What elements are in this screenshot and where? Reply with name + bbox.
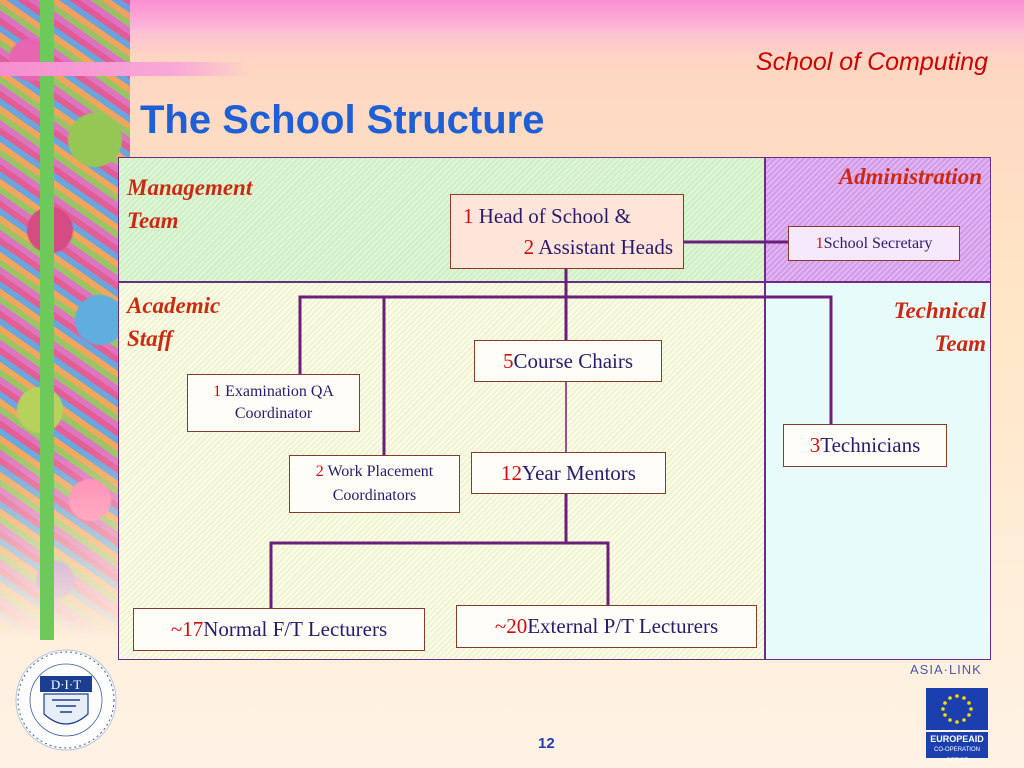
school-label: School of Computing (755, 48, 988, 76)
dit-logo: D·I·T (15, 649, 117, 751)
examination-qa-box: 1 Examination QA Coordinator (187, 374, 360, 432)
head-of-school-box: 1 Head of School & 2 Assistant Heads (450, 194, 684, 269)
academic-staff-label: Academic Staff (127, 293, 221, 351)
administration-label: Administration (838, 164, 982, 189)
course-chairs-box: 5 Course Chairs (474, 340, 662, 382)
dit-logo-text: D·I·T (51, 677, 81, 692)
work-placement-box: 2 Work Placement Coordinators (289, 455, 460, 513)
slide-number: 12 (538, 735, 555, 752)
eu-flag-icon (926, 688, 988, 730)
asia-link-logo-text: ASIA·LINK (910, 662, 982, 677)
asia-link-europeaid-logo: ASIA·LINK EUROPEAID CO-OPERATION OFFICE (906, 660, 992, 764)
technical-team-label: Technical Team (893, 298, 986, 356)
administration-region (765, 157, 991, 282)
slide-title: The School Structure (140, 98, 545, 142)
management-team-label: Management Team (127, 175, 253, 233)
decorative-art-strip (0, 0, 130, 640)
school-secretary-box: 1 School Secretary (788, 226, 960, 261)
decorative-top-band (130, 0, 1024, 30)
technical-team-region (765, 282, 991, 660)
europeaid-logo-text: EUROPEAID CO-OPERATION OFFICE (926, 732, 988, 764)
decorative-green-bar (40, 0, 54, 640)
technicians-box: 3 Technicians (783, 424, 947, 467)
year-mentors-box: 12 Year Mentors (471, 452, 666, 494)
decorative-pink-bar (0, 62, 250, 76)
external-lecturers-box: ~20 External P/T Lecturers (456, 605, 757, 648)
normal-lecturers-box: ~17 Normal F/T Lecturers (133, 608, 425, 651)
